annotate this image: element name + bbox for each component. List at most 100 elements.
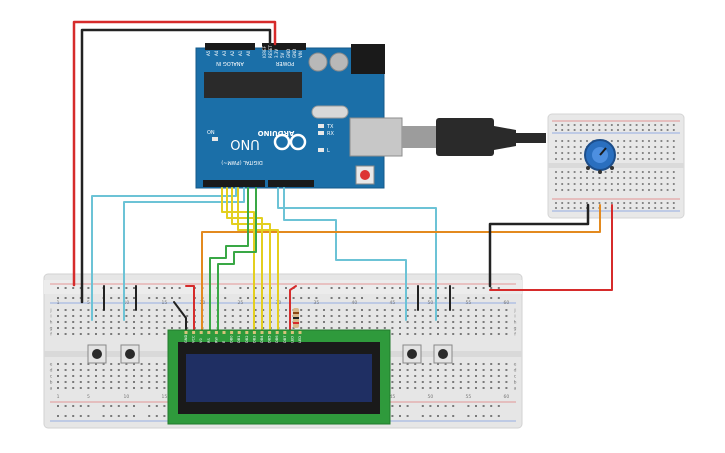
- resistor[interactable]: [293, 308, 299, 328]
- row-letter-right: f: [514, 332, 516, 338]
- row-letter-right: c: [514, 375, 517, 380]
- power-pin-label: RESET: [268, 45, 273, 58]
- lcd-pin-label: DB4: [260, 335, 264, 343]
- capacitor-1: [308, 52, 328, 72]
- small-breadboard[interactable]: [547, 113, 685, 219]
- lcd-pin-label: RS: [207, 338, 211, 343]
- power-header: [262, 43, 306, 50]
- column-number-top: 15: [162, 300, 168, 306]
- wire-cyan-1[interactable]: [91, 187, 237, 321]
- column-number-top: 60: [504, 300, 510, 306]
- analog-pin-label: A3: [222, 50, 227, 56]
- column-number-bottom: 1: [57, 394, 60, 400]
- led-tx-label: TX: [326, 124, 334, 130]
- column-number-top: 5: [87, 300, 90, 306]
- pushbutton-1[interactable]: [87, 344, 107, 364]
- wires: [72, 20, 613, 331]
- wire-5v-red[interactable]: [72, 20, 277, 287]
- lcd-pin-label: DB5: [268, 335, 272, 343]
- power-pin-label: 3.3V: [274, 49, 279, 58]
- lcd-pin[interactable]: [290, 331, 294, 334]
- pushbutton-3[interactable]: [402, 344, 422, 364]
- lcd-pin[interactable]: [252, 331, 256, 334]
- led-on: [212, 137, 218, 141]
- column-number-bottom: 55: [466, 394, 472, 400]
- wire-jumper-red-1[interactable]: [185, 285, 195, 331]
- wire-pot-vcc[interactable]: [489, 204, 613, 291]
- row-letter-right: a: [514, 387, 517, 392]
- wire-cyan-2[interactable]: [123, 187, 245, 321]
- lcd-pin[interactable]: [260, 331, 264, 334]
- wire-orange[interactable]: [201, 204, 601, 331]
- lcd-pin-label: DB0: [230, 335, 234, 343]
- lcd-pin[interactable]: [268, 331, 272, 334]
- wire-yellow-4[interactable]: [237, 187, 279, 331]
- row-letter-left: c: [50, 375, 53, 380]
- pushbutton-4[interactable]: [433, 344, 453, 364]
- power-pin-label: GND: [286, 49, 291, 58]
- lcd-pin[interactable]: [298, 331, 302, 334]
- lcd-pin-label: RW: [214, 337, 218, 343]
- digital-label: DIGITAL (PWM~): [221, 159, 263, 165]
- lcd-pin-label: LED: [290, 336, 294, 343]
- wire-cyan-3[interactable]: [277, 187, 437, 321]
- lcd-pin-label: DB2: [245, 335, 249, 343]
- lcd-pin-label: LED: [298, 336, 302, 343]
- led-l-label: L: [327, 148, 330, 154]
- lcd-pin-label: DB6: [275, 335, 279, 343]
- wire-pot-gnd[interactable]: [488, 203, 590, 288]
- row-letter-left: f: [50, 332, 52, 338]
- potentiometer[interactable]: [584, 139, 616, 174]
- column-number-top: 50: [428, 300, 434, 306]
- analog-pin-label: A5: [206, 50, 211, 56]
- lcd-pin[interactable]: [207, 331, 211, 334]
- usb-port[interactable]: [349, 117, 403, 157]
- wire-yellow-3[interactable]: [231, 187, 271, 331]
- usb-cable[interactable]: [402, 118, 546, 156]
- analog-pin-label: A4: [214, 50, 219, 56]
- lcd-pin[interactable]: [214, 331, 218, 334]
- digital-header-1: [203, 180, 265, 187]
- lcd-pin[interactable]: [222, 331, 226, 334]
- row-letter-right: b: [514, 380, 517, 386]
- wire-green-2[interactable]: [217, 187, 257, 331]
- lcd-pin-label: DB3: [252, 335, 256, 343]
- column-number-top: 10: [124, 300, 130, 306]
- lcd-pin[interactable]: [230, 331, 234, 334]
- led-tx: [318, 124, 324, 128]
- wire-gnd-black[interactable]: [80, 28, 272, 304]
- row-letter-right: g: [514, 327, 517, 332]
- row-letter-left: h: [50, 320, 53, 326]
- lcd-pin-label: GND: [184, 335, 188, 343]
- pushbutton-2[interactable]: [120, 344, 140, 364]
- power-jack[interactable]: [351, 44, 385, 74]
- lcd-pin[interactable]: [199, 331, 203, 334]
- lcd-pin[interactable]: [192, 331, 196, 334]
- analog-header: [205, 43, 255, 50]
- wire-cyan-4[interactable]: [283, 187, 407, 321]
- row-letter-left: i: [50, 314, 51, 320]
- row-letter-left: g: [50, 327, 53, 332]
- column-number-bottom: 50: [428, 394, 434, 400]
- lcd-pin[interactable]: [283, 331, 287, 334]
- wire-yellow-2[interactable]: [226, 187, 263, 331]
- row-letter-right: e: [514, 363, 517, 368]
- column-number-top: 45: [390, 300, 396, 306]
- led-on-label: ON: [207, 130, 215, 136]
- lcd-pin-label: DB7: [283, 335, 287, 343]
- atmega-chip: [204, 72, 302, 98]
- column-number-top: 35: [314, 300, 320, 306]
- digital-header-2: [268, 180, 314, 187]
- wire-jumper-black-1[interactable]: [173, 301, 187, 331]
- wire-jumper-red-2[interactable]: [289, 285, 297, 331]
- row-letter-right: j: [513, 308, 515, 314]
- lcd-pin[interactable]: [184, 331, 188, 334]
- arduino-uno[interactable]: ON TX RX L ARDUINO UNO POWER ANALOG IN D…: [195, 43, 403, 189]
- lcd-pin[interactable]: [275, 331, 279, 334]
- lcd-pin[interactable]: [237, 331, 241, 334]
- wire-green-1[interactable]: [209, 187, 249, 331]
- lcd-pin[interactable]: [245, 331, 249, 334]
